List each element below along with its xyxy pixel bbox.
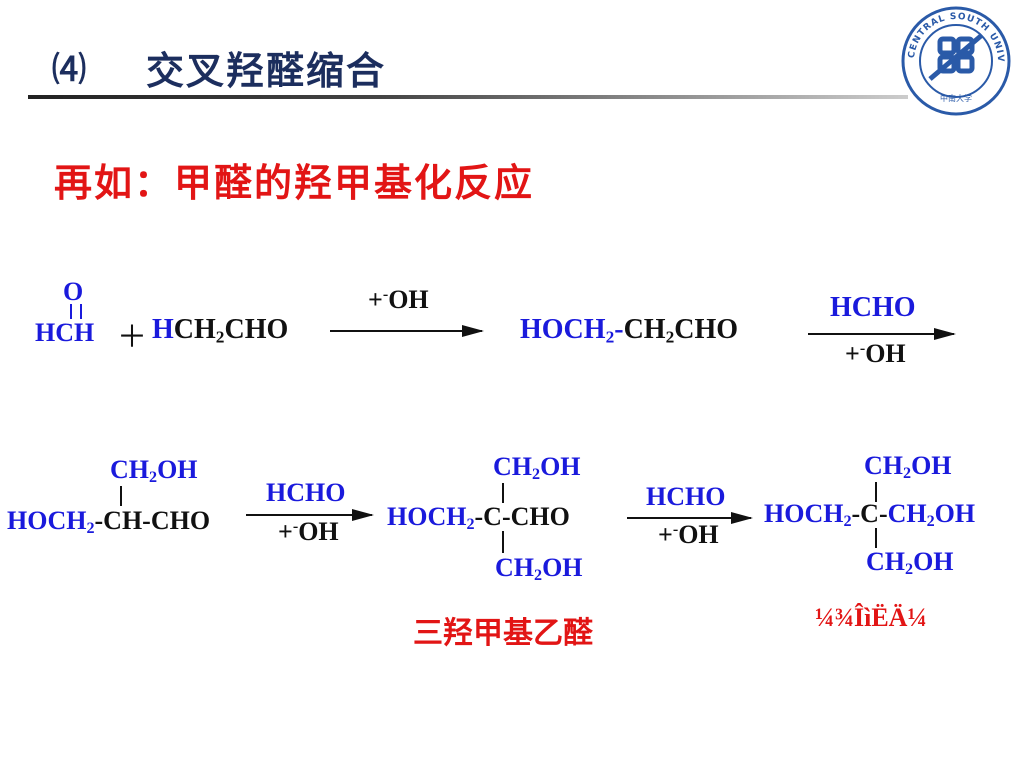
mol3-top-ch: CH: [864, 451, 903, 480]
plus-sign: ＋: [117, 320, 147, 355]
mol2-chain: -C-CHO: [474, 502, 570, 531]
product1-ch: CH: [623, 314, 666, 345]
acetaldehyde-alpha-h: H: [152, 314, 174, 345]
arrow4-condition: +-OH: [658, 520, 719, 550]
mol2-bottom-group: CH2OH: [495, 553, 583, 585]
arrow1-minus: -: [382, 286, 389, 304]
mol3-top-group: CH2OH: [864, 451, 952, 483]
acetaldehyde-cho: CHO: [224, 314, 289, 345]
formaldehyde-formula: HCH: [35, 318, 94, 348]
reaction-arrow-3: [246, 509, 374, 521]
mol2-top-bond: [502, 483, 504, 503]
mol1-main: HOCH2-CH-CHO: [7, 506, 211, 538]
mol3-bottom-group: CH2OH: [866, 547, 954, 579]
mol2-main: HOCH2-C-CHO: [387, 502, 570, 534]
mol3-right-ch: CH: [887, 499, 927, 528]
formaldehyde-h1: H: [35, 318, 56, 347]
mol3-sub1: 2: [843, 513, 852, 531]
product1-dash: -: [614, 314, 624, 345]
mol3-bot-sub: 2: [905, 561, 914, 579]
reaction-arrow-4: [627, 512, 753, 524]
mol1-sub: 2: [86, 520, 95, 538]
product1-sub2: 2: [665, 327, 675, 347]
mol3-top-sub: 2: [903, 465, 912, 483]
mol1-top-oh: OH: [157, 455, 198, 484]
mol2-bot-sub: 2: [534, 567, 543, 585]
subtitle: 再如：甲醛的羟甲基化反应: [54, 161, 535, 205]
mol3-main: HOCH2-C-CH2OH: [764, 499, 976, 531]
arrow2-reagent: HCHO: [830, 292, 916, 323]
arrow2-plus: +: [845, 339, 860, 368]
arrow3-oh: OH: [298, 517, 339, 546]
arrow4-plus: +: [658, 520, 673, 549]
mol1-top-ch: CH: [110, 455, 149, 484]
mol3-bot-oh: OH: [913, 547, 954, 576]
mol2-bot-oh: OH: [542, 553, 583, 582]
mol2-sub: 2: [466, 516, 475, 534]
mol3-top-bond: [875, 482, 877, 502]
mol2-name: 三羟甲基乙醛: [413, 616, 593, 651]
mol3-sub2: 2: [926, 513, 935, 531]
mol3-center: -C-: [851, 499, 888, 528]
mol1-top-group: CH2OH: [110, 455, 198, 487]
formaldehyde-double-bond: [70, 304, 82, 319]
reaction-arrow-1: [330, 325, 484, 337]
mol1-top-sub: 2: [149, 469, 158, 487]
acetaldehyde-ch: CH: [173, 314, 216, 345]
arrow1-condition: +-OH: [368, 285, 429, 315]
arrow4-minus: -: [672, 521, 679, 539]
arrow2-oh: OH: [865, 339, 906, 368]
section-number: ⑷: [52, 50, 86, 90]
arrow1-oh: OH: [388, 285, 429, 314]
mol2-top-ch: CH: [493, 452, 532, 481]
mol1-chain: -CH-CHO: [94, 506, 211, 535]
reaction-arrow-2: [808, 328, 956, 340]
product1-hoch: HOCH: [520, 314, 606, 345]
mol1-hoch: HOCH: [7, 506, 87, 535]
university-seal-icon: CENTRAL SOUTH UNIVERSITY 中南大学: [895, 0, 1011, 116]
product1-cho: CHO: [674, 314, 739, 345]
formaldehyde-oxygen: O: [63, 277, 84, 306]
arrow3-condition: +-OH: [278, 517, 339, 547]
arrow3-reagent: HCHO: [266, 478, 346, 507]
mol1-bond: [120, 486, 122, 506]
mol3-bottom-bond: [875, 528, 877, 548]
mol3-name: ¼¾ÎìËÄ¼: [815, 603, 927, 632]
mol3-right-oh: OH: [934, 499, 976, 528]
mol2-top-sub: 2: [532, 466, 541, 484]
product1-sub1: 2: [605, 327, 615, 347]
university-logo: CENTRAL SOUTH UNIVERSITY 中南大学: [895, 0, 1012, 117]
arrow1-plus: +: [368, 285, 383, 314]
acetaldehyde-sub: 2: [215, 327, 225, 347]
acetaldehyde: HCH2CHO: [152, 314, 288, 346]
formaldehyde-c: C: [55, 318, 75, 347]
svg-text:中南大学: 中南大学: [940, 93, 972, 103]
arrow3-plus: +: [278, 517, 293, 546]
section-title: 交叉羟醛缩合: [146, 49, 387, 93]
mol2-bot-ch: CH: [495, 553, 534, 582]
arrow3-minus: -: [292, 518, 299, 536]
mol3-bot-ch: CH: [866, 547, 905, 576]
arrow4-oh: OH: [678, 520, 719, 549]
title-divider: [28, 95, 908, 99]
mol2-hoch: HOCH: [387, 502, 467, 531]
mol2-top-group: CH2OH: [493, 452, 581, 484]
arrow2-condition: +-OH: [845, 339, 906, 369]
mol2-bottom-bond: [502, 531, 504, 553]
mol3-hoch: HOCH: [764, 499, 844, 528]
formaldehyde-h2: H: [74, 318, 95, 347]
arrow2-minus: -: [859, 340, 866, 358]
mol3-top-oh: OH: [911, 451, 952, 480]
product1: HOCH2-CH2CHO: [520, 314, 738, 346]
mol2-top-oh: OH: [540, 452, 581, 481]
arrow4-reagent: HCHO: [646, 482, 726, 511]
